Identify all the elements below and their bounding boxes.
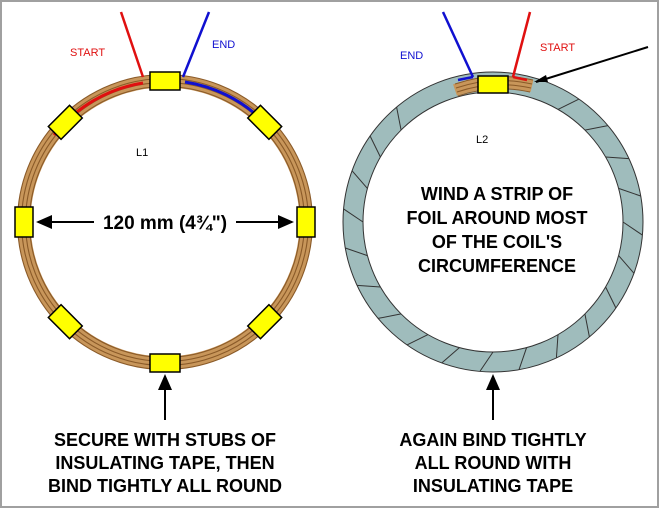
right-coil-diagram-icon: END START L2 WIND A STRIP OF FOIL AROUND… <box>342 11 649 496</box>
foil-segment-line <box>618 187 641 197</box>
right-center-line: CIRCUMFERENCE <box>418 256 576 276</box>
right-caption-line: INSULATING TAPE <box>413 476 573 496</box>
tape-stub <box>246 104 283 141</box>
foil-segment-line <box>605 286 617 309</box>
foil-segment-line <box>479 351 494 372</box>
tape-stub <box>149 71 181 91</box>
left-caption-line: INSULATING TAPE, THEN <box>55 453 274 473</box>
tape-stub <box>246 303 283 340</box>
tape-stub <box>296 206 316 238</box>
tape-stub <box>47 104 84 141</box>
foil-segment-line <box>557 98 580 110</box>
left-start-wire <box>119 11 145 78</box>
foil-segment-line <box>618 255 635 274</box>
foil-segment-line <box>378 313 402 319</box>
right-caption-line: ALL ROUND WITH <box>415 453 572 473</box>
foil-segment-line <box>555 334 559 358</box>
foil-segment-line <box>584 125 608 131</box>
foil-segment-line <box>396 107 402 131</box>
foil-segment-line <box>584 313 590 337</box>
foil-segment-line <box>622 221 643 236</box>
dimension-arrow-right-icon <box>278 215 294 229</box>
left-end-label: END <box>212 39 235 51</box>
foil-segment-line <box>351 170 368 189</box>
foil-segment-line <box>518 347 528 370</box>
left-caption-line: BIND TIGHTLY ALL ROUND <box>48 476 282 496</box>
foil-segment-line <box>343 208 364 223</box>
right-center-line: FOIL AROUND MOST <box>407 208 588 228</box>
right-start-wire-tail <box>512 75 528 82</box>
left-caption-line: SECURE WITH STUBS OF <box>54 430 276 450</box>
tape-stub <box>14 206 34 238</box>
tape-stub <box>47 303 84 340</box>
left-start-label: START <box>70 47 105 59</box>
left-coil-label: L1 <box>136 147 148 159</box>
right-end-wire <box>441 11 475 78</box>
right-coil-label: L2 <box>476 134 488 146</box>
arrow-up-icon <box>486 374 500 390</box>
right-caption-line: AGAIN BIND TIGHTLY <box>399 430 586 450</box>
right-end-wire-tail <box>457 75 474 82</box>
right-start-wire <box>511 11 532 78</box>
foil-segment-line <box>345 247 368 257</box>
right-center-line: OF THE COIL'S <box>432 232 562 252</box>
foil-segment-line <box>357 284 381 288</box>
tape-stub <box>149 353 181 373</box>
right-top-tape <box>477 75 509 94</box>
left-coil-diagram-icon: 120 mm (4¾") START END L1 SECURE WITH ST… <box>14 11 316 496</box>
right-end-label: END <box>400 50 423 62</box>
right-center-line: WIND A STRIP OF <box>421 184 573 204</box>
foil-segment-line <box>441 347 460 364</box>
dimension-label: 120 mm (4¾") <box>103 213 227 234</box>
foil-pointer-line <box>535 46 649 83</box>
arrow-up-icon <box>158 374 172 390</box>
foil-segment-line <box>605 156 629 160</box>
foil-segment-line <box>406 334 429 346</box>
dimension-arrow-left-icon <box>36 215 52 229</box>
right-start-label: START <box>540 42 575 54</box>
dimension-label-bg <box>94 210 236 234</box>
left-end-wire <box>181 11 211 78</box>
foil-segment-line <box>369 135 381 158</box>
foil-pointer-arrow-icon <box>534 75 548 82</box>
